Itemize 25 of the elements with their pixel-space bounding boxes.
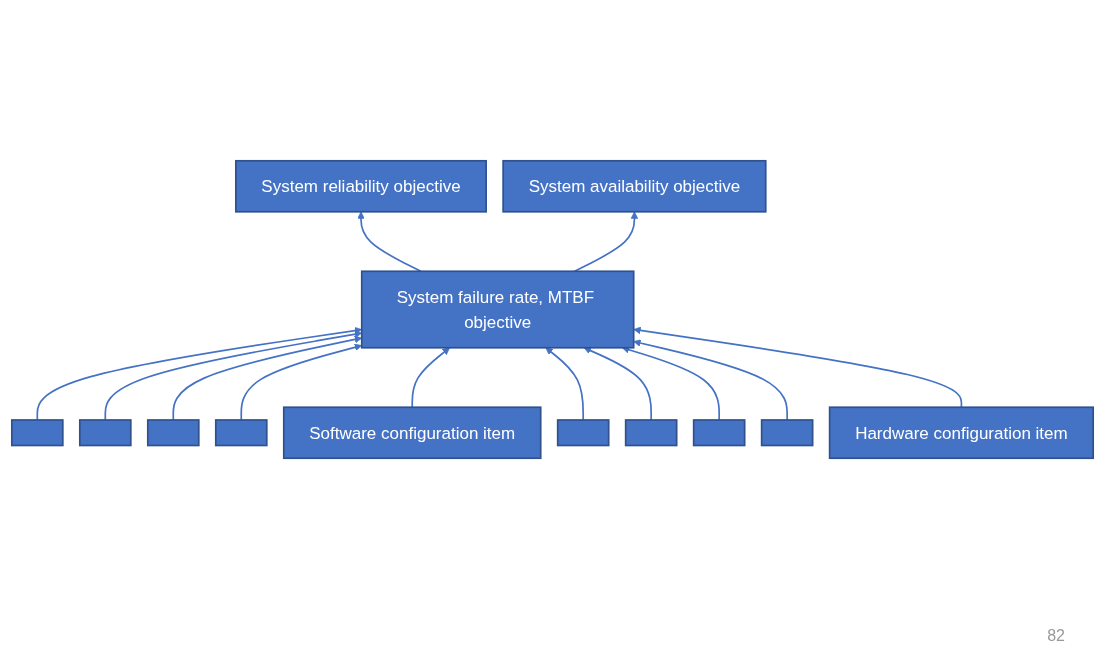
- arrow: [545, 347, 585, 422]
- arrow: [104, 331, 363, 422]
- arrow: [411, 347, 450, 409]
- arrow: [357, 211, 422, 273]
- node-box: [214, 419, 268, 447]
- page-number: 82: [1047, 627, 1065, 644]
- arrow: [633, 327, 963, 409]
- node-box: System reliability objective: [235, 160, 487, 214]
- arrow: [633, 339, 788, 422]
- node-box: [692, 419, 746, 447]
- arrow: [583, 347, 652, 422]
- node-box: [760, 419, 814, 447]
- node-box: [10, 419, 64, 447]
- node-box: [556, 419, 610, 447]
- arrow: [573, 211, 639, 273]
- node-box: [78, 419, 132, 447]
- node-box: Software configuration item: [282, 406, 542, 460]
- arrow: [172, 336, 363, 422]
- arrow: [240, 344, 363, 422]
- node-box: System failure rate, MTBF objective: [360, 270, 635, 350]
- arrow: [36, 327, 363, 422]
- node-box: System availability objective: [502, 160, 767, 214]
- node-box: [146, 419, 200, 447]
- node-box: Hardware configuration item: [828, 406, 1095, 460]
- node-box: [624, 419, 678, 447]
